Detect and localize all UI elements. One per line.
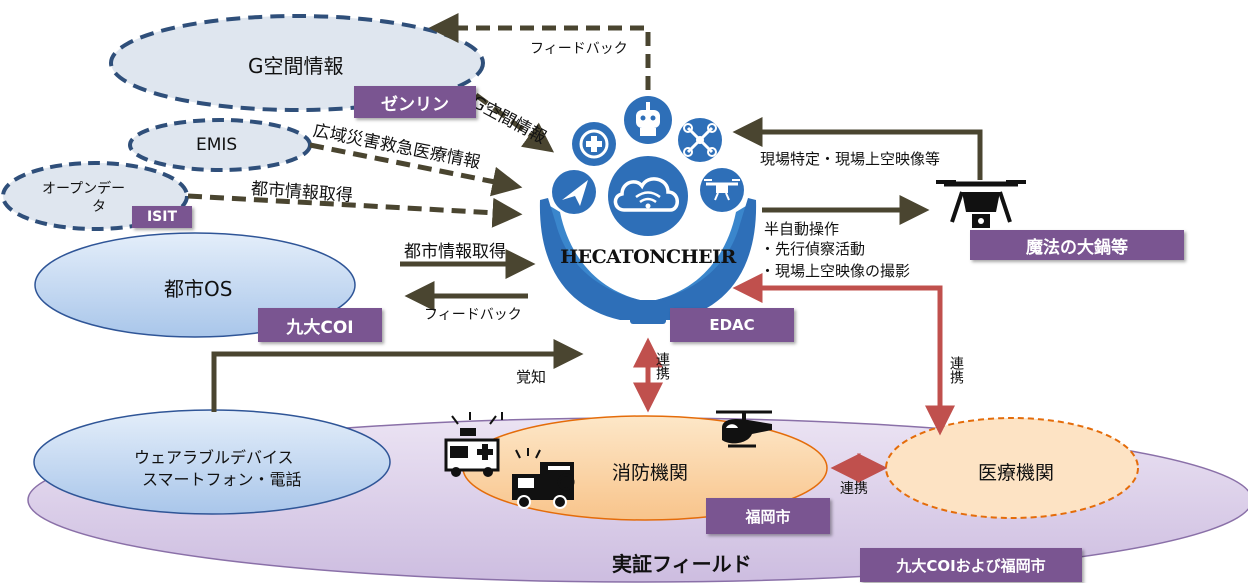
badge-mahou: 魔法の大鍋等 xyxy=(970,230,1184,260)
wearable-label-2: スマートフォン・電話 xyxy=(142,470,302,489)
cloud-wifi-icon xyxy=(608,156,688,236)
field-label: 実証フィールド xyxy=(612,552,752,576)
medical-label: 医療機関 xyxy=(978,462,1055,484)
fire-label: 消防機関 xyxy=(612,462,689,484)
link-label-2: 連携 xyxy=(948,356,964,384)
drone-ops-title: 半自動操作 xyxy=(764,220,840,238)
badge-fukuoka: 福岡市 xyxy=(706,498,830,534)
wearable-label-1: ウェアラブルデバイス xyxy=(134,448,294,467)
open-data-label-2: タ xyxy=(92,199,106,215)
edge-drone-up xyxy=(732,117,983,180)
edge-feedback-top xyxy=(428,13,651,90)
drone-top-icon xyxy=(678,118,722,162)
link-label-1: 連携 xyxy=(654,352,670,380)
medical-ellipse xyxy=(885,417,1139,519)
awareness-label: 覚知 xyxy=(516,368,547,386)
g-space-label: G空間情報 xyxy=(248,54,344,78)
badge-kyudai-coi: 九大COI xyxy=(258,308,382,342)
paper-plane-icon xyxy=(552,170,596,214)
badge-zenrin: ゼンリン xyxy=(354,86,476,118)
edge-open-data xyxy=(187,193,523,228)
drone-ops-item-1: ・先行偵察活動 xyxy=(760,240,866,258)
edge-link-hub-medical xyxy=(732,273,955,436)
emis-label: EMIS xyxy=(196,135,238,155)
drone-ops-item-2: ・現場上空映像の撮影 xyxy=(760,262,911,280)
hub-logo-text: HECATONCHEIR xyxy=(560,246,736,268)
city-info-label-2: 都市情報取得 xyxy=(404,242,506,262)
badge-edac: EDAC xyxy=(670,308,794,342)
open-data-label-1: オープンデー xyxy=(42,181,126,197)
drone-icon xyxy=(936,180,1026,228)
badge-isit: ISIT xyxy=(132,206,192,228)
fire-truck-icon xyxy=(512,448,575,509)
link-label-3: 連携 xyxy=(840,481,868,497)
edge-emis xyxy=(309,142,523,197)
hub-hands xyxy=(539,198,757,324)
drone-up-label: 現場特定・現場上空映像等 xyxy=(760,150,941,168)
medical-cross-icon xyxy=(572,122,616,166)
helicopter-icon xyxy=(716,410,772,448)
feedback-top-label: フィードバック xyxy=(530,41,628,57)
city-os-label: 都市OS xyxy=(164,277,233,301)
quadcopter-icon xyxy=(700,168,744,212)
robot-icon xyxy=(624,96,672,144)
badge-kyudai-fukuoka: 九大COIおよび福岡市 xyxy=(860,548,1082,582)
edge-g-space xyxy=(474,92,555,153)
edge-awareness xyxy=(211,339,584,412)
ambulance-icon xyxy=(444,412,503,477)
feedback-city-label: フィードバック xyxy=(424,307,522,323)
